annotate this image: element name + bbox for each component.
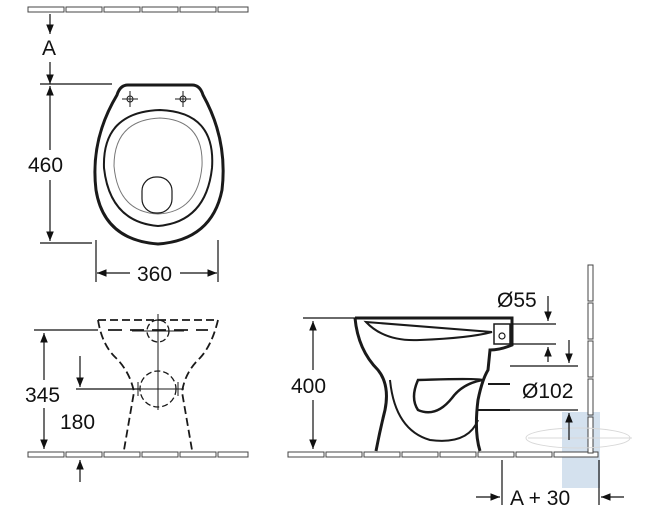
front-center-marks bbox=[132, 314, 184, 410]
inlet-diameter-label: Ø55 bbox=[497, 289, 537, 312]
outlet-diameter-label: Ø102 bbox=[522, 380, 573, 403]
watermark-circle bbox=[525, 427, 632, 449]
dim-400 bbox=[303, 317, 360, 449]
side-wall-strip bbox=[587, 264, 594, 454]
dim-460 bbox=[40, 86, 92, 244]
outlet-height-label: 180 bbox=[60, 411, 95, 434]
dim-55 bbox=[512, 296, 556, 362]
top-wall-strip bbox=[27, 6, 249, 13]
dim-102 bbox=[510, 340, 578, 440]
dim-a30 bbox=[476, 460, 624, 505]
wall-tint bbox=[562, 412, 600, 488]
dim-360 bbox=[95, 240, 219, 282]
top-view: A 460 360 bbox=[27, 6, 249, 286]
seat-fixing-marks bbox=[122, 91, 191, 107]
front-view: 345 180 bbox=[25, 314, 249, 482]
side-bowl-profile bbox=[353, 316, 514, 452]
side-floor-strip bbox=[287, 451, 599, 458]
top-depth-label: 460 bbox=[28, 154, 63, 177]
side-view: 400 Ø55 Ø102 A + 30 bbox=[287, 264, 632, 509]
bowl-top-outline bbox=[93, 83, 225, 246]
dim-345 bbox=[34, 329, 98, 449]
side-height-label: 400 bbox=[291, 375, 326, 398]
dim-180 bbox=[76, 356, 140, 482]
front-floor-strip bbox=[27, 451, 249, 458]
wall-gap-label: A bbox=[42, 37, 56, 60]
dim-a-top bbox=[40, 14, 112, 85]
front-height-label: 345 bbox=[25, 384, 60, 407]
wall-offset-label: A + 30 bbox=[510, 487, 570, 509]
top-width-label: 360 bbox=[137, 263, 172, 286]
